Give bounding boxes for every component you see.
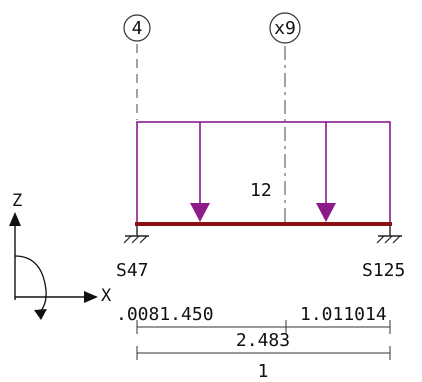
dimension-text-span: 1 bbox=[258, 361, 269, 382]
support-right-label: S125 bbox=[362, 260, 405, 281]
support-left-hatch bbox=[123, 235, 148, 244]
support-right[interactable]: S125 bbox=[362, 226, 405, 281]
dimension-row-1: .0081.450 1.011014 bbox=[116, 304, 391, 334]
load-value-label: 12 bbox=[250, 180, 272, 201]
z-axis-label: Z bbox=[12, 191, 22, 211]
dimension-row-2: 2.483 bbox=[136, 330, 391, 360]
load-arrowhead-right bbox=[316, 203, 336, 222]
support-right-hatch bbox=[376, 235, 401, 244]
grid-bubble-4 bbox=[123, 14, 151, 42]
support-left-label: S47 bbox=[116, 260, 149, 281]
dimension-text-left: .0081.450 bbox=[116, 304, 214, 325]
grid-axis-x9[interactable]: x9 bbox=[269, 12, 301, 226]
x-axis-label: X bbox=[101, 286, 112, 306]
dimension-text-total: 2.483 bbox=[236, 330, 290, 351]
x-axis-arrowhead bbox=[84, 291, 98, 303]
coordinate-system: Z X bbox=[9, 191, 112, 320]
load-arrowhead-left bbox=[190, 203, 210, 222]
dimension-text-right: 1.011014 bbox=[300, 304, 387, 325]
grid-axis-4[interactable]: 4 bbox=[123, 14, 151, 120]
distributed-load[interactable]: 12 bbox=[136, 121, 391, 224]
rotation-arc bbox=[14, 255, 47, 313]
dimension-row-3: 1 bbox=[258, 361, 269, 382]
z-axis-arrowhead bbox=[9, 212, 21, 226]
grid-bubble-x9 bbox=[269, 12, 301, 44]
load-outline bbox=[136, 121, 391, 224]
grid-label-4: 4 bbox=[132, 18, 143, 39]
support-left[interactable]: S47 bbox=[116, 226, 149, 281]
rotation-arrowhead-icon bbox=[34, 309, 47, 320]
grid-label-x9: x9 bbox=[274, 18, 296, 39]
